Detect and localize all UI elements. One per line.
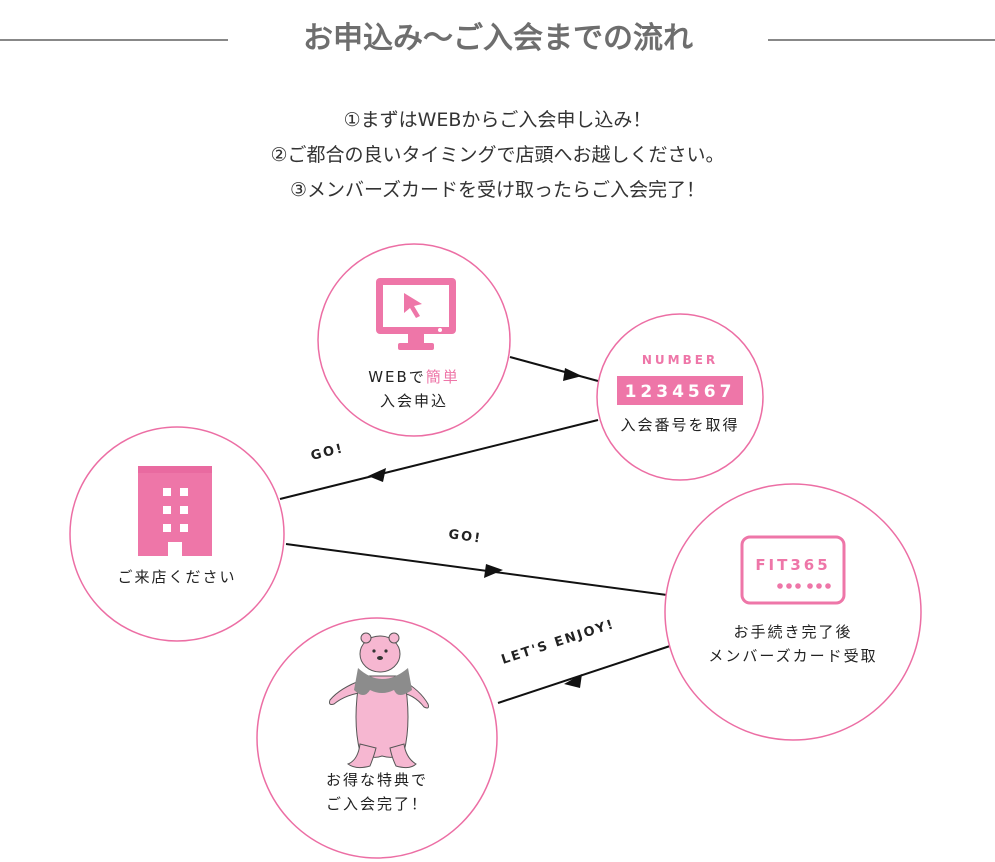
title-rule-left [0,39,228,41]
building-icon [138,466,212,556]
number-digits: 1234567 [625,382,736,402]
connector-web-to-number [509,356,599,382]
member-number-badge: NUMBER 1234567 [617,353,743,405]
arrow-label-enjoy: LET'S ENJOY! [500,617,617,668]
arrow-head-icon [368,468,386,482]
connector-number-to-store [279,419,599,500]
intro-steps: ①まずはWEBからご入会申し込み！ ②ご都合の良いタイミングで店頭へお越しくださ… [0,103,995,208]
step-label-store: ご来店ください [117,568,237,586]
arrow-label-go-2: GO! [447,527,482,547]
arrow-head-icon [564,674,582,688]
bear-label-line1: お得な特典で [325,771,428,789]
arrow-label-go-1: GO! [309,441,345,464]
card-label-line2: メンバーズカード受取 [708,647,878,665]
connector-card-to-bear [497,645,671,704]
card-label-line1: お手続き完了後 [733,623,853,641]
step-label-card: お手続き完了後 メンバーズカード受取 [683,620,903,668]
bear-label-line2: ご入会完了！ [325,795,428,813]
arrow-head-icon [484,564,503,578]
intro-step-2: ②ご都合の良いタイミングで店頭へお越しください。 [270,144,725,166]
intro-step-1: ①まずはWEBからご入会申し込み！ [343,109,652,131]
step-circle-card [664,483,922,741]
number-badge-bg [617,376,743,405]
intro-step-3: ③メンバーズカードを受け取ったらご入会完了！ [289,179,706,201]
web-label-line2: 入会申込 [379,392,448,410]
step-label-bear: お得な特典で ご入会完了！ [297,768,457,816]
step-label-web: WEBで簡単 入会申込 [334,365,494,413]
web-label-part1: WEBで [368,368,426,386]
step-label-number: 入会番号を取得 [620,416,740,434]
title-rule-right [768,39,995,41]
page-title: お申込み〜ご入会までの流れ [303,21,693,56]
arrow-head-icon [563,368,582,381]
member-card-icon: FIT365 [740,535,846,605]
card-text: FIT365 [755,556,830,574]
web-label-easy: 簡単 [425,368,460,386]
connector-store-to-card [285,543,668,596]
monitor-cursor-icon [376,278,456,350]
bear-mascot-icon [329,632,429,769]
number-caption: NUMBER [642,353,718,367]
title-row: お申込み〜ご入会までの流れ [0,0,995,80]
